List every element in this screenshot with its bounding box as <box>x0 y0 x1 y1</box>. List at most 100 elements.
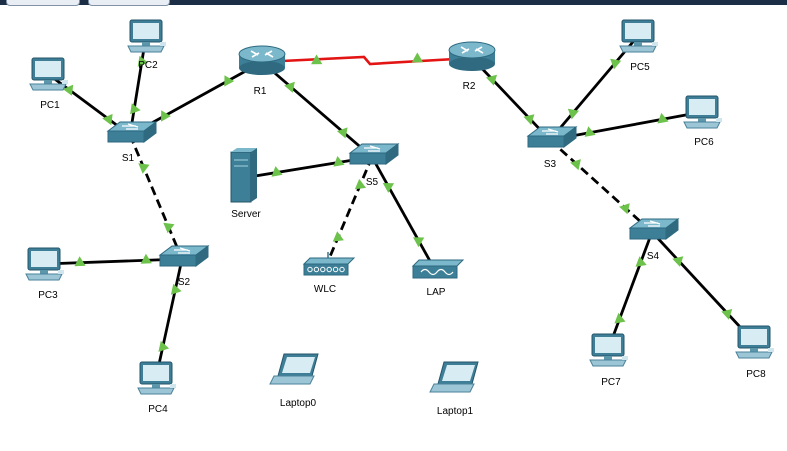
link-s5-lap[interactable] <box>370 156 437 271</box>
link-pc3-s2-port-b-icon <box>140 253 152 264</box>
link-s2-pc4[interactable] <box>154 258 184 379</box>
workspace-tab-logical[interactable] <box>6 0 80 6</box>
link-s1-r1-port-a-icon <box>161 110 171 122</box>
link-s5-wlc[interactable] <box>324 156 374 267</box>
link-server-s5-port-b-icon <box>333 156 345 167</box>
device-pc6[interactable] <box>683 95 722 129</box>
device-label-s5: S5 <box>366 177 379 188</box>
switch-icon <box>526 126 578 148</box>
link-s3-s4-port-b-icon <box>619 203 630 215</box>
link-s1-s2-port-b-icon <box>163 222 175 234</box>
device-label-wlc: WLC <box>314 284 336 295</box>
device-pc4[interactable] <box>137 361 176 395</box>
link-s4-pc7-port-b-icon <box>614 312 626 324</box>
device-label-pc3: PC3 <box>38 290 58 301</box>
device-label-pc7: PC7 <box>601 377 621 388</box>
pc-icon <box>683 95 722 129</box>
laptop-icon <box>429 361 479 393</box>
link-r2-s3[interactable] <box>470 57 552 141</box>
device-laptop1[interactable] <box>429 361 479 393</box>
device-label-server: Server <box>231 209 261 220</box>
link-s4-pc8-port-a-icon <box>672 256 684 267</box>
pc-icon <box>25 247 64 281</box>
link-pc2-s1-port-b-icon <box>130 103 141 115</box>
link-s5-wlc-port-a-icon <box>354 178 366 190</box>
link-s3-pc5-port-b-icon <box>610 58 622 70</box>
device-s3[interactable] <box>526 126 578 148</box>
link-s5-wlc-port-b-icon <box>332 231 344 242</box>
device-label-s1: S1 <box>122 153 135 164</box>
workspace-tab-physical[interactable] <box>88 0 170 6</box>
link-r1-r2[interactable] <box>261 55 473 66</box>
link-s3-pc5[interactable] <box>548 35 640 141</box>
device-label-pc5: PC5 <box>630 62 650 73</box>
device-pc1[interactable] <box>29 57 68 91</box>
router-icon <box>238 45 286 75</box>
device-pc2[interactable] <box>127 19 166 53</box>
device-r2[interactable] <box>448 41 496 71</box>
link-r1-s5-port-a-icon <box>284 81 295 93</box>
laptop-icon <box>269 353 319 385</box>
switch-icon <box>628 218 680 240</box>
device-lap[interactable] <box>411 259 465 279</box>
device-pc5[interactable] <box>619 19 658 53</box>
device-s5[interactable] <box>348 143 400 165</box>
device-label-pc6: PC6 <box>694 137 714 148</box>
link-pc2-s1-port-a-icon <box>137 55 149 67</box>
device-s2[interactable] <box>158 245 210 267</box>
pc-icon <box>29 57 68 91</box>
link-s5-lap-port-a-icon <box>382 183 395 193</box>
link-r2-s3-port-b-icon <box>523 114 535 125</box>
link-s1-s2[interactable] <box>128 134 184 260</box>
device-label-laptop1: Laptop1 <box>437 406 474 417</box>
device-label-r1: R1 <box>254 86 267 97</box>
title-bar <box>0 0 787 5</box>
link-pc1-s1-port-a-icon <box>62 84 74 96</box>
pc-icon <box>619 19 658 53</box>
link-s2-pc4-port-a-icon <box>170 283 182 295</box>
device-label-s3: S3 <box>544 159 557 170</box>
link-r2-s3-port-a-icon <box>486 74 497 86</box>
device-label-s2: S2 <box>178 277 191 288</box>
pc-icon <box>137 361 176 395</box>
device-pc7[interactable] <box>589 333 628 367</box>
device-label-pc8: PC8 <box>746 369 766 380</box>
link-s3-pc6-port-b-icon <box>657 112 669 124</box>
link-pc3-s2[interactable] <box>43 257 183 266</box>
link-r1-r2-port-a-icon <box>311 54 323 65</box>
device-pc3[interactable] <box>25 247 64 281</box>
device-laptop0[interactable] <box>269 353 319 385</box>
link-s2-pc4-port-b-icon <box>158 340 170 352</box>
link-s3-s4-port-a-icon <box>570 159 581 171</box>
device-label-pc1: PC1 <box>40 100 60 111</box>
device-pc8[interactable] <box>735 325 774 359</box>
access-point-icon <box>411 259 465 279</box>
link-s3-s4[interactable] <box>549 138 653 234</box>
device-label-laptop0: Laptop0 <box>280 398 317 409</box>
switch-icon <box>106 121 158 143</box>
link-s1-s2-port-a-icon <box>138 163 150 174</box>
link-s4-pc8[interactable] <box>650 231 756 343</box>
link-s5-lap-port-b-icon <box>413 237 425 248</box>
device-label-pc4: PC4 <box>148 404 168 415</box>
device-label-s4: S4 <box>647 251 660 262</box>
device-label-pc2: PC2 <box>138 60 158 71</box>
link-s4-pc7[interactable] <box>606 231 654 351</box>
link-pc1-s1-port-b-icon <box>102 113 113 126</box>
pc-icon <box>735 325 774 359</box>
link-s3-pc6-port-a-icon <box>584 126 596 137</box>
device-label-lap: LAP <box>427 287 446 298</box>
link-s3-pc5-port-a-icon <box>567 108 579 120</box>
link-r1-s5[interactable] <box>261 60 373 159</box>
device-s4[interactable] <box>628 218 680 240</box>
device-s1[interactable] <box>106 121 158 143</box>
switch-icon <box>348 143 400 165</box>
switch-icon <box>158 245 210 267</box>
link-r1-s5-port-b-icon <box>337 127 348 139</box>
device-r1[interactable] <box>238 45 286 75</box>
device-server[interactable] <box>230 148 257 203</box>
link-s4-pc8-port-b-icon <box>721 309 733 320</box>
device-wlc[interactable] <box>302 252 356 276</box>
link-s1-r1-port-b-icon <box>224 75 235 87</box>
